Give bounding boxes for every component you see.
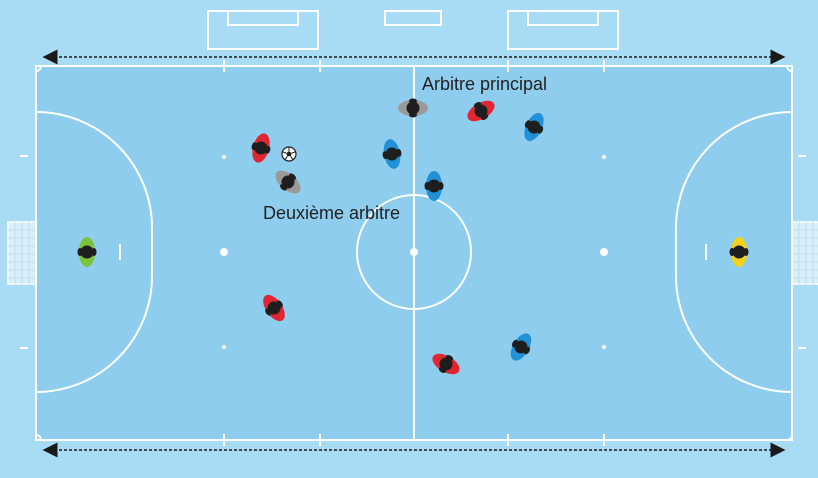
corner-distance-ticks (20, 155, 806, 349)
pitch-markings (20, 60, 806, 446)
second-referee-label: Deuxième arbitre (263, 203, 400, 223)
centre-circle (356, 194, 472, 310)
second-penalty-spot-right (600, 248, 608, 256)
bench-area-boxes (207, 10, 619, 50)
centre-spot (410, 248, 418, 256)
bench-box-right-inner (527, 10, 599, 26)
corner-arcs (35, 65, 793, 441)
main-referee-label: Arbitre principal (422, 74, 547, 94)
timekeeper-table (384, 10, 442, 26)
second-penalty-spot-left (220, 248, 228, 256)
goal-left (7, 221, 37, 285)
penalty-spots (220, 155, 608, 349)
goal-right (791, 221, 818, 285)
substitution-zone-ticks (223, 60, 605, 446)
penalty-area-left (35, 111, 153, 393)
bench-box-left-inner (227, 10, 299, 26)
soccer-ball-icon (281, 146, 297, 162)
penalty-area-right (675, 111, 793, 393)
